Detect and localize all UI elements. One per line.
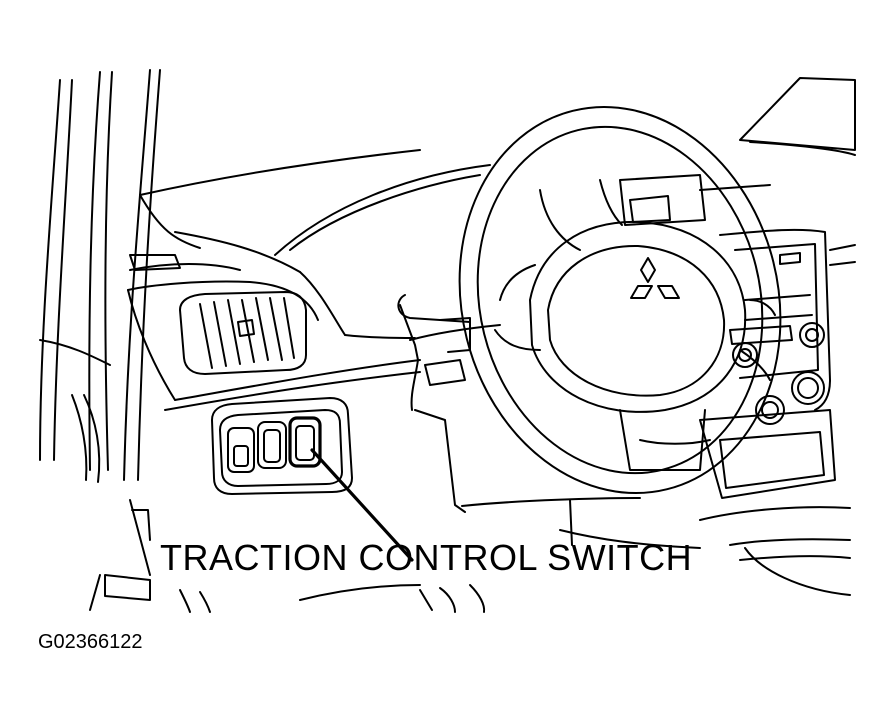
figure-id-label: G02366122 [38, 631, 143, 653]
a-pillar [39, 69, 161, 611]
steering-wheel-icon [458, 105, 782, 495]
lower-console [179, 499, 851, 613]
callout-leader-line [310, 448, 414, 562]
center-console [619, 174, 836, 499]
mitsubishi-emblem-icon [630, 257, 680, 299]
steering-column [397, 294, 641, 513]
left-dash-panel [127, 280, 421, 411]
traction-control-switch-label: TRACTION CONTROL SWITCH [160, 537, 693, 578]
dashboard-top [129, 77, 856, 339]
switch-panel [211, 397, 353, 495]
